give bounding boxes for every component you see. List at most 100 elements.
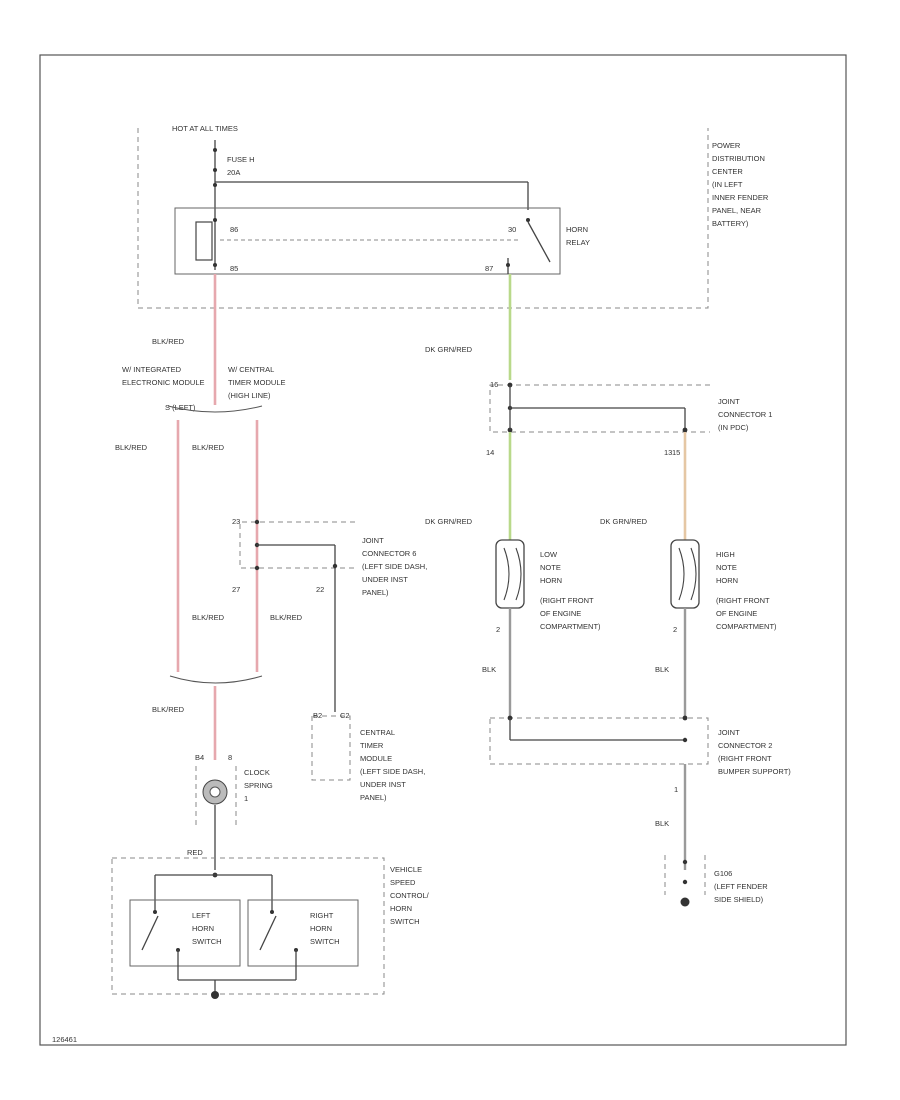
- joint-connector-2-label: JOINT CONNECTOR 2 (RIGHT FRONT BUMPER SU…: [718, 728, 791, 776]
- left-horn-switch-contact-icon: [141, 915, 159, 951]
- pin-15-label: 15: [672, 448, 680, 457]
- svg-text:NOTE: NOTE: [716, 563, 737, 572]
- fuse-rating-label: 20A: [227, 168, 240, 177]
- svg-text:SWITCH: SWITCH: [310, 937, 340, 946]
- svg-text:TIMER: TIMER: [360, 741, 384, 750]
- wire-label-blk-red: BLK/RED: [152, 337, 185, 346]
- high-note-horn-icon: [670, 539, 700, 609]
- svg-text:CENTER: CENTER: [712, 167, 743, 176]
- svg-text:JOINT: JOINT: [718, 728, 740, 737]
- svg-text:CONNECTOR 1: CONNECTOR 1: [718, 410, 772, 419]
- wire-label-dk-grn-red: DK GRN/RED: [425, 345, 473, 354]
- svg-text:(IN LEFT: (IN LEFT: [712, 180, 743, 189]
- wire-label-blk-red-5: BLK/RED: [270, 613, 303, 622]
- svg-text:ELECTRONIC MODULE: ELECTRONIC MODULE: [122, 378, 205, 387]
- svg-text:BATTERY): BATTERY): [712, 219, 749, 228]
- pin-87-label: 87: [485, 264, 493, 273]
- right-horn-switch-box: [247, 899, 359, 967]
- svg-text:(RIGHT FRONT: (RIGHT FRONT: [718, 754, 772, 763]
- wire-label-blk-red-3: BLK/RED: [192, 443, 225, 452]
- svg-text:PANEL): PANEL): [360, 793, 387, 802]
- wire-label-blk-1: BLK: [482, 665, 496, 674]
- svg-text:W/ CENTRAL: W/ CENTRAL: [228, 365, 274, 374]
- svg-text:PANEL, NEAR: PANEL, NEAR: [712, 206, 762, 215]
- svg-text:HORN: HORN: [566, 225, 588, 234]
- svg-text:HORN: HORN: [540, 576, 562, 585]
- svg-text:HORN: HORN: [716, 576, 738, 585]
- ground-g106-boundary: [664, 855, 706, 895]
- pin-16-label: 16: [490, 380, 498, 389]
- pin-b2-label: B2: [313, 711, 322, 720]
- jc2-pin-1-label: 1: [674, 785, 678, 794]
- pin-30-label: 30: [508, 225, 516, 234]
- svg-text:(LEFT SIDE DASH,: (LEFT SIDE DASH,: [360, 767, 425, 776]
- relay-switch-icon: [527, 221, 551, 263]
- high-horn-pin-2-label: 2: [673, 625, 677, 634]
- svg-text:SWITCH: SWITCH: [390, 917, 420, 926]
- figure-id: 126461: [52, 1035, 77, 1044]
- pin-85-label: 85: [230, 264, 238, 273]
- pin-27-label: 27: [232, 585, 240, 594]
- svg-text:RELAY: RELAY: [566, 238, 590, 247]
- svg-text:UNDER INST: UNDER INST: [362, 575, 408, 584]
- horn-switch-boundary: [111, 857, 385, 995]
- wire-label-red: RED: [187, 848, 203, 857]
- svg-text:HORN: HORN: [192, 924, 214, 933]
- svg-text:MODULE: MODULE: [360, 754, 392, 763]
- svg-text:COMPARTMENT): COMPARTMENT): [540, 622, 601, 631]
- pin-13-label: 13: [664, 448, 672, 457]
- svg-text:(RIGHT FRONT: (RIGHT FRONT: [716, 596, 770, 605]
- wire-label-blk-2: BLK: [655, 665, 669, 674]
- ctm-note: W/ CENTRAL TIMER MODULE (HIGH LINE): [228, 365, 286, 400]
- wire-label-blk-red-2: BLK/RED: [115, 443, 148, 452]
- low-note-horn-icon: [495, 539, 525, 609]
- pin-14-label: 14: [486, 448, 494, 457]
- svg-text:HORN: HORN: [310, 924, 332, 933]
- svg-text:W/ INTEGRATED: W/ INTEGRATED: [122, 365, 182, 374]
- splice-label: S (LEFT): [165, 403, 196, 412]
- svg-text:CONNECTOR 6: CONNECTOR 6: [362, 549, 416, 558]
- svg-text:(RIGHT FRONT: (RIGHT FRONT: [540, 596, 594, 605]
- horn-relay-box: [174, 207, 561, 275]
- clock-spring-label: CLOCK SPRING 1: [244, 768, 273, 803]
- wire-label-blk-red-6: BLK/RED: [152, 705, 185, 714]
- left-horn-switch-box: [129, 899, 241, 967]
- svg-text:1: 1: [244, 794, 248, 803]
- svg-text:JOINT: JOINT: [718, 397, 740, 406]
- horn-switch-ground-icon: [211, 991, 219, 999]
- pin-b4-label: B4: [195, 753, 204, 762]
- pin-c2-label: C2: [340, 711, 350, 720]
- right-horn-switch-contact-icon: [259, 915, 277, 951]
- wire-label-dk-grn-red-2: DK GRN/RED: [425, 517, 473, 526]
- svg-text:LEFT: LEFT: [192, 911, 211, 920]
- ground-g106-label: G106 (LEFT FENDER SIDE SHIELD): [714, 869, 768, 904]
- svg-text:(HIGH LINE): (HIGH LINE): [228, 391, 271, 400]
- svg-text:SPRING: SPRING: [244, 781, 273, 790]
- svg-text:LOW: LOW: [540, 550, 558, 559]
- clock-spring-boundary: [195, 766, 237, 825]
- diagram-border: [39, 54, 847, 1046]
- svg-text:SPEED: SPEED: [390, 878, 416, 887]
- joint-connector-1-label: JOINT CONNECTOR 1 (IN PDC): [718, 397, 772, 432]
- joint-connector-2-boundary: [489, 717, 709, 765]
- joint-connector-6-boundary: [239, 521, 355, 569]
- svg-text:SWITCH: SWITCH: [192, 937, 222, 946]
- horn-relay-label: HORN RELAY: [566, 225, 590, 247]
- pdc-label: POWER DISTRIBUTION CENTER (IN LEFT INNER…: [712, 141, 769, 228]
- pin-22-label: 22: [316, 585, 324, 594]
- svg-text:(LEFT SIDE DASH,: (LEFT SIDE DASH,: [362, 562, 427, 571]
- svg-text:JOINT: JOINT: [362, 536, 384, 545]
- high-note-horn-label: HIGH NOTE HORN (RIGHT FRONT OF ENGINE CO…: [716, 550, 777, 631]
- central-timer-module-boundary: [311, 715, 351, 781]
- pin-8-label: 8: [228, 753, 232, 762]
- svg-text:CONTROL/: CONTROL/: [390, 891, 430, 900]
- svg-text:CENTRAL: CENTRAL: [360, 728, 395, 737]
- svg-text:CONNECTOR 2: CONNECTOR 2: [718, 741, 772, 750]
- svg-text:DISTRIBUTION: DISTRIBUTION: [712, 154, 765, 163]
- svg-text:(IN PDC): (IN PDC): [718, 423, 749, 432]
- svg-text:NOTE: NOTE: [540, 563, 561, 572]
- svg-text:COMPARTMENT): COMPARTMENT): [716, 622, 777, 631]
- right-horn-switch-label: RIGHT HORN SWITCH: [310, 911, 340, 946]
- svg-text:INNER FENDER: INNER FENDER: [712, 193, 769, 202]
- iem-note: W/ INTEGRATED ELECTRONIC MODULE: [122, 365, 205, 387]
